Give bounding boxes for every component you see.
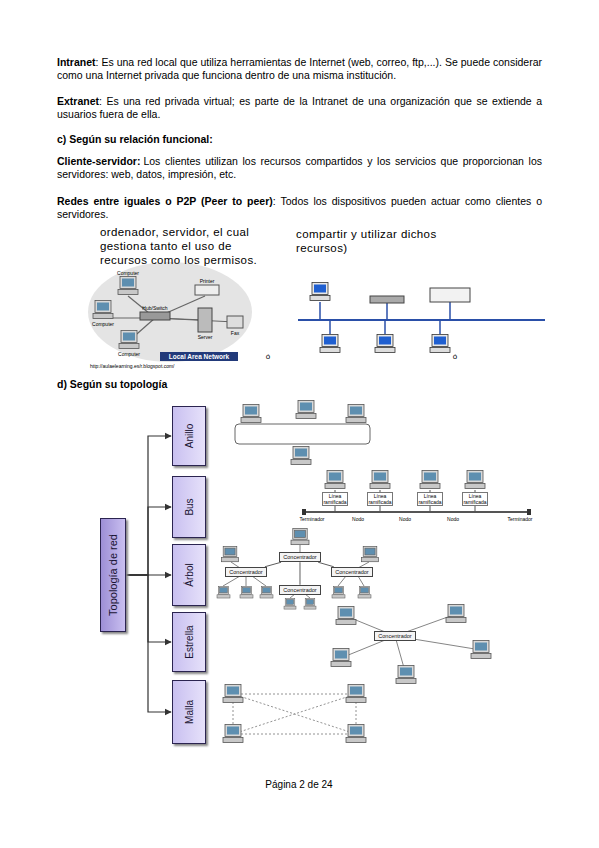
conjunction: ó xyxy=(450,352,460,362)
paragraph-text: Cliente-servidor: xyxy=(57,155,140,167)
paragraph: c) Según su relación funcional: xyxy=(57,133,542,146)
device-label: Computer xyxy=(86,321,120,327)
star-picture xyxy=(331,605,491,684)
paragraph: Redes entre iguales o P2P (Peer to peer)… xyxy=(57,195,542,220)
concentrator-box: Concentrador xyxy=(279,552,320,563)
bus-label: Terminador xyxy=(297,516,327,522)
tree-picture xyxy=(217,528,379,609)
paragraph-text: : Es una red local que utiliza herramien… xyxy=(57,56,542,81)
bus-label: Nodo xyxy=(348,516,368,522)
connector xyxy=(126,436,171,575)
paragraph: Intranet: Es una red local que utiliza h… xyxy=(57,56,542,81)
paragraph-text: Intranet xyxy=(57,56,96,68)
device-label: Fax xyxy=(226,330,244,336)
source-url: http://aulaelearning.es/r.blogspot.com/ xyxy=(90,363,240,369)
device-label: Hub/Switch xyxy=(137,305,173,311)
paragraph-text: : Es una red privada virtual; es parte d… xyxy=(57,95,542,120)
lan-picture xyxy=(88,262,252,362)
box-text: Bus xyxy=(184,498,195,515)
box-text: Anillo xyxy=(184,424,195,448)
device-label: Server xyxy=(192,334,218,340)
box-text: Concentrador xyxy=(378,633,411,639)
bus-picture xyxy=(302,471,531,516)
box-text: Concentrador xyxy=(283,587,316,593)
bus-label: Nodo xyxy=(443,516,463,522)
box-text: Árbol xyxy=(184,563,195,586)
paragraph: Extranet: Es una red privada virtual; es… xyxy=(57,95,542,120)
bus-label: Línea ramificada xyxy=(367,492,393,506)
device-label: Computer xyxy=(112,351,146,357)
paragraph-text: d) Según su topología xyxy=(57,378,167,390)
bus-label: Línea ramificada xyxy=(417,492,443,506)
box-text: Topología de red xyxy=(107,534,119,616)
box-text: Concentrador xyxy=(229,569,262,575)
page-number: Página 2 de 24 xyxy=(239,779,359,791)
box-text: Concentrador xyxy=(335,569,368,575)
paragraph-text: Redes entre iguales o P2P (Peer to peer) xyxy=(57,195,273,207)
cropped-text: ordenador, servidor, el cual gestiona ta… xyxy=(100,226,272,267)
topology-type-box: Árbol xyxy=(172,544,206,606)
paragraph: Cliente-servidor:Los clientes utilizan l… xyxy=(57,155,542,180)
connector xyxy=(265,562,281,567)
paragraph-text: Extranet xyxy=(57,95,99,107)
device-label: Computer xyxy=(111,270,145,276)
connector xyxy=(126,507,171,575)
banner-text: Local Area Network xyxy=(161,353,237,361)
topology-root-box: Topología de red xyxy=(100,518,126,632)
bus-label: Terminador xyxy=(505,516,535,522)
topology-type-box: Anillo xyxy=(172,406,206,466)
mesh-picture xyxy=(223,685,366,743)
conjunction: ó xyxy=(263,352,273,362)
topology-type-box: Bus xyxy=(172,476,206,538)
bus-label: Nodo xyxy=(395,516,415,522)
cropped-text: compartir y utilizar dichos recursos) xyxy=(296,228,464,256)
concentrator-box: Concentrador xyxy=(225,567,266,578)
box-text: Concentrador xyxy=(283,554,316,560)
paragraph: d) Según su topología xyxy=(57,378,542,391)
device-label: Printer xyxy=(192,278,222,284)
concentrator-box: Concentrador xyxy=(331,567,372,578)
bus-label: Línea ramificada xyxy=(322,492,348,506)
connector xyxy=(299,562,300,585)
ring-picture xyxy=(235,401,370,465)
topology-type-box: Malla xyxy=(172,680,206,744)
concentrator-box: Concentrador xyxy=(279,585,320,596)
topology-type-box: Estrella xyxy=(172,612,206,672)
box-text: Estrella xyxy=(184,625,195,658)
paragraph-text: c) Según su relación funcional: xyxy=(57,133,213,145)
connector xyxy=(126,575,171,712)
box-text: Malla xyxy=(184,700,195,724)
p2p-picture xyxy=(298,283,545,353)
concentrator-box: Concentrador xyxy=(374,631,415,642)
bus-label: Línea ramificada xyxy=(462,492,488,506)
